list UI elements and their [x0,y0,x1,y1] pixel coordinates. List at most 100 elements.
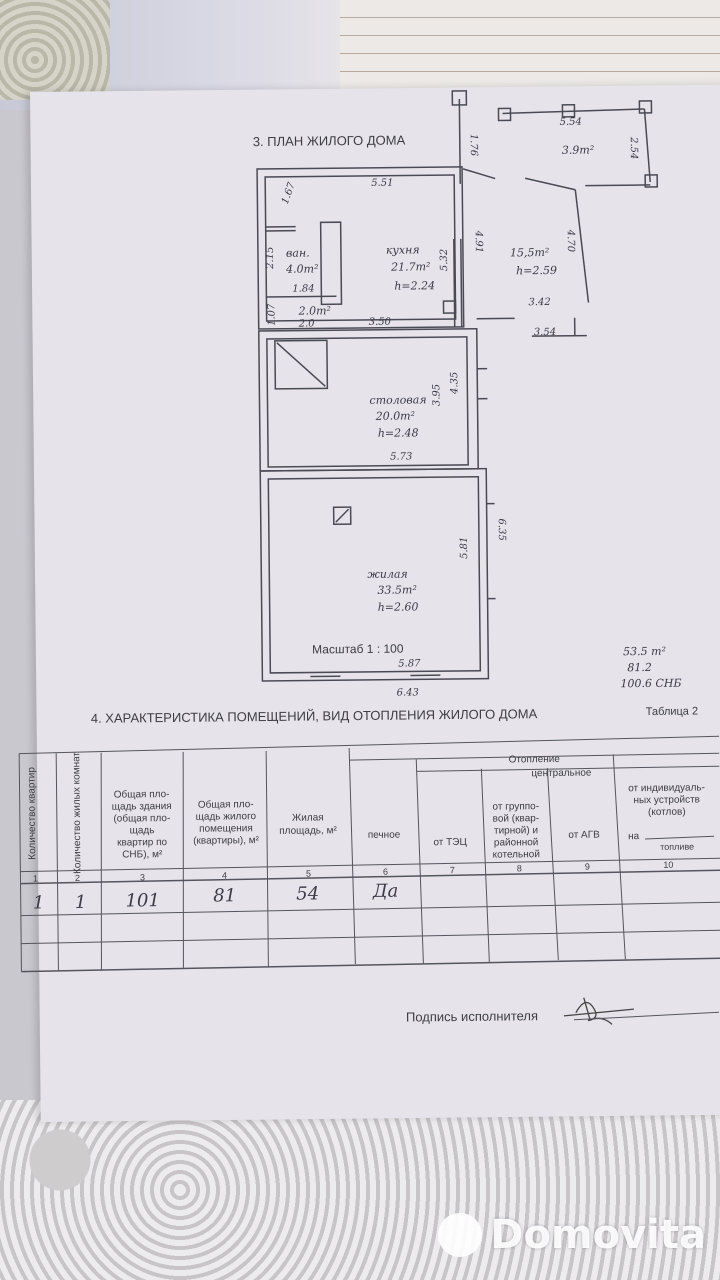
svg-text:4: 4 [222,870,227,880]
header-tec: от ТЭЦ [433,837,467,848]
svg-text:котельной: котельной [493,849,540,860]
svg-text:щадь здания: щадь здания [112,801,172,813]
dim-dining-inner: 3.95 [431,384,442,406]
header-stove-heating: печное [368,830,401,841]
column-numbers: 1 2 3 4 5 6 7 8 9 10 [33,860,674,884]
svg-text:9: 9 [585,862,590,872]
header-boiler: от группо- вой (квар- тирной) и районной… [492,801,540,860]
room-veranda-area: 15,5m² [510,246,549,259]
dim-bath-side: 2.15 [265,247,276,270]
cell-building-area: 101 [125,890,160,911]
room-living-height: h=2.60 [378,600,419,613]
room-living-area: 33.5m² [377,583,416,596]
room-dining-height: h=2.48 [378,426,419,439]
kitchen-block-walls [256,166,465,330]
table-title: 4. ХАРАКТЕРИСТИКА ПОМЕЩЕНИЙ, ВИД ОТОПЛЕН… [91,706,538,726]
room-porch-area: 3.9m² [562,144,594,157]
svg-text:ных устройств: ных устройств [633,794,700,806]
plan-title: 3. ПЛАН ЖИЛОГО ДОМА [253,132,406,149]
domovita-logo-icon [438,1213,483,1257]
dim-veranda-left: 4.91 [473,230,484,253]
vent-icon [442,300,457,314]
dim-wc-side: 1.67 [280,180,298,205]
signature-label: Подпись исполнителя [406,1008,538,1024]
header-agv: от АГВ [568,829,600,840]
plan-dimensions: 5.51 5.32 3.50 1.67 2.15 1.84 1.07 2.0 1… [265,117,639,699]
dim-veranda-right: 4.70 [565,229,576,253]
room-kitchen-height: h=2.24 [394,279,435,292]
dim-veranda-b1: 3.42 [528,297,550,308]
room-dining-name: столовая [369,393,426,407]
svg-text:7: 7 [450,865,455,875]
svg-text:Общая пло-: Общая пло- [198,798,254,811]
table-data-row: 1 1 101 81 54 Да [33,881,399,914]
svg-text:10: 10 [663,860,673,870]
header-heating: Отопление [509,754,561,766]
fuel-label: топливе [660,842,694,852]
dim-bath-width: 1.84 [292,283,314,294]
svg-text:районной: районной [494,837,539,848]
dim-kitchen-bottom: 3.50 [369,317,392,328]
dim-veranda-b2: 3.54 [534,327,556,338]
room-kitchen-name: кухня [386,243,420,256]
dim-kitchen-height: 5.32 [439,249,450,271]
dim-top-wall: 5.51 [371,178,393,189]
signature [563,997,634,1025]
svg-text:от индивидуаль-: от индивидуаль- [628,782,705,794]
background-ornament [0,0,110,100]
room-bath-name: ван. [286,247,310,260]
dim-veranda-side: 2.54 [628,136,639,159]
dim-small-side: 1.07 [266,303,277,326]
header-rooms: Количество жилых комнат [71,752,83,874]
room-wc-area: 2.0m² [297,304,330,317]
cell-rooms: 1 [75,892,87,913]
watermark-text: Domovita [490,1212,706,1258]
note-line-1: 53.5 m² [623,645,666,658]
svg-text:от группо-: от группо- [492,801,539,812]
dim-porch: 1.76 [468,134,479,157]
table-label: Таблица 2 [646,705,698,718]
svg-text:площадь, м²: площадь, м² [279,825,337,837]
dim-living-out: 6.35 [496,518,507,540]
svg-text:5: 5 [306,869,311,879]
svg-text:(общая пло-: (общая пло- [113,812,170,825]
cell-stove-heating: Да [372,881,399,902]
room-labels: ван. 4.0m² 2.0m² кухня 21.7m² h=2.24 15,… [285,144,682,691]
header-apartments: Количество квартир [26,767,38,860]
fuel-prefix: на [628,831,640,842]
characteristics-table: Количество квартир Количество жилых комн… [18,735,720,973]
cell-dwelling-area: 81 [213,885,236,906]
svg-text:вой (квар-: вой (квар- [493,813,540,824]
room-kitchen-area: 21.7m² [390,260,430,273]
header-central: центральное [531,768,592,780]
dim-dining-width: 5.73 [390,451,412,462]
floor-plan [256,90,659,682]
chimney-icon [332,506,352,526]
svg-text:СНБ), м²: СНБ), м² [122,849,163,860]
room-living-name: жилая [367,567,408,580]
living-room-walls [259,467,490,682]
background-lined-paper [340,0,720,90]
room-dining-area: 20.0m² [375,409,415,422]
svg-text:Общая пло-: Общая пло- [114,788,170,801]
svg-text:8: 8 [517,863,522,873]
svg-text:(квартиры), м²: (квартиры), м² [193,835,260,847]
note-line-2: 81.2 [627,661,652,674]
note-line-3: 100.6 СНБ [620,677,681,691]
header-individual: от индивидуаль- ных устройств (котлов) [628,782,705,818]
dining-room-walls [258,328,479,472]
watermark: Domovita [438,1212,706,1258]
svg-text:3: 3 [140,872,145,882]
svg-text:2: 2 [75,873,80,883]
lace-tablecloth [0,1100,720,1280]
cell-apartments: 1 [33,892,45,913]
svg-text:щадь: щадь [130,825,155,836]
plan-scale: Масштаб 1 : 100 [312,642,404,657]
room-bath-area: 4.0m² [285,262,318,275]
svg-text:Жилая: Жилая [292,812,324,823]
svg-text:квартир по: квартир по [117,837,168,849]
dim-dining-side: 4.35 [449,372,460,395]
dim-living-width: 5.87 [398,658,421,669]
signature-line [573,1011,719,1021]
